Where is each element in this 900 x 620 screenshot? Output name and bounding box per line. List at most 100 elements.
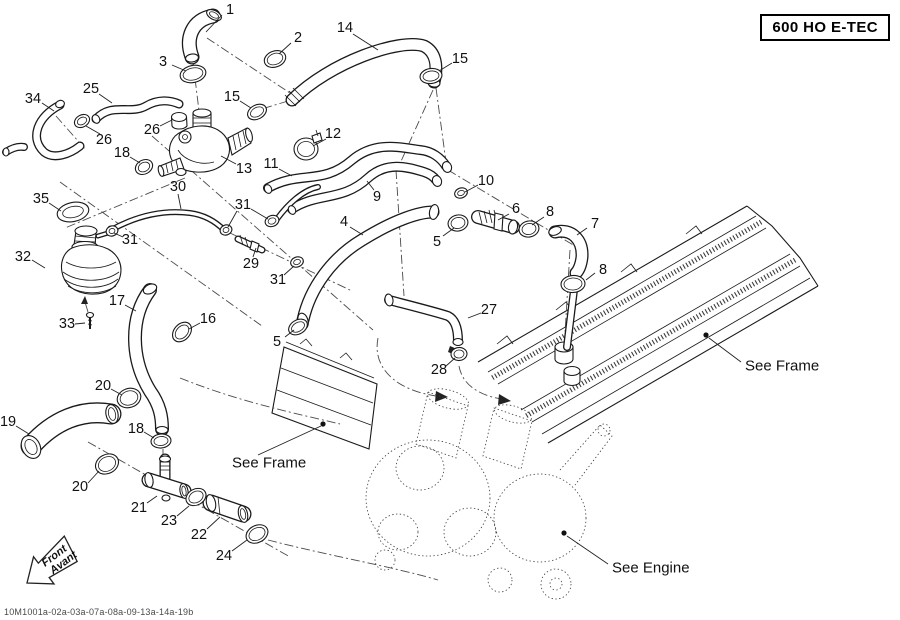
note-dot-0 — [703, 332, 709, 338]
hose-clamp — [247, 103, 267, 121]
callout-leader-33 — [74, 322, 86, 325]
callout-leader-22 — [206, 516, 221, 530]
rear-frame-rail — [477, 205, 819, 444]
callout-leader-26 — [159, 119, 173, 127]
callout-number-21: 21 — [131, 500, 147, 516]
callout-leader-27 — [467, 312, 482, 319]
callout-number-11: 11 — [263, 156, 278, 172]
callout-leader-13 — [220, 155, 237, 165]
callout-number-34: 34 — [25, 91, 41, 107]
callout-leader-8 — [531, 216, 545, 226]
callout-leader-25 — [98, 93, 113, 104]
fittings — [56, 108, 520, 523]
callout-number-26: 26 — [96, 132, 112, 148]
callout-number-16: 16 — [200, 311, 216, 327]
callout-leader-20 — [110, 388, 123, 396]
part-22-coupler — [202, 494, 252, 523]
arrowhead — [435, 391, 448, 402]
arrowhead — [81, 296, 88, 304]
note-leader-0 — [708, 337, 742, 363]
note-label-1: See Frame — [232, 455, 306, 472]
callout-leader-31 — [113, 232, 124, 238]
callout-number-7: 7 — [591, 216, 599, 232]
callout-number-17: 17 — [109, 293, 125, 309]
front-direction-arrow: Front Avant — [26, 535, 80, 585]
callout-number-5: 5 — [273, 334, 281, 350]
callout-leader-18 — [143, 431, 155, 439]
part-13-thermostat-housing — [157, 108, 253, 177]
note-label-0: See Frame — [745, 358, 819, 375]
callout-number-23: 23 — [161, 513, 177, 529]
callout-number-6: 6 — [512, 201, 520, 217]
callout-leader-10 — [464, 184, 479, 193]
model-label-box: 600 HO E-TEC — [760, 14, 890, 41]
callout-leader-5 — [442, 227, 455, 237]
callout-leader-6 — [497, 213, 510, 221]
callout-leader-20 — [87, 470, 100, 484]
callout-number-5: 5 — [433, 234, 441, 250]
callout-number-20: 20 — [72, 479, 88, 495]
part-12-clamp — [293, 129, 323, 161]
callout-leader-17 — [124, 304, 137, 312]
callout-number-28: 28 — [431, 362, 447, 378]
callout-leader-31 — [283, 265, 295, 276]
callout-leader-35 — [48, 202, 62, 212]
callout-leader-24 — [231, 539, 248, 552]
hose-clamp — [454, 187, 468, 199]
callout-leader-3 — [171, 64, 187, 72]
callout-leader-12 — [312, 138, 327, 147]
model-label: 600 HO E-TEC — [772, 19, 878, 36]
part-26-cap — [170, 111, 188, 130]
arrowhead — [498, 394, 511, 405]
callout-leader-23 — [176, 505, 190, 517]
callout-leader-15 — [239, 100, 252, 109]
callout-leader-5 — [284, 329, 295, 338]
callout-number-9: 9 — [373, 189, 381, 205]
callout-number-1: 1 — [226, 2, 234, 18]
note-dot-2 — [561, 530, 567, 536]
hose-clamp — [245, 524, 269, 544]
callout-number-19: 19 — [0, 414, 16, 430]
callout-number-33: 33 — [59, 316, 75, 332]
hose-clamp — [185, 487, 207, 507]
callout-leader-32 — [31, 259, 46, 269]
callout-number-3: 3 — [159, 54, 167, 70]
hose-clamp — [116, 387, 142, 409]
callout-leader-11 — [278, 168, 293, 177]
note-leader-2 — [566, 535, 609, 565]
hose-clamp — [94, 453, 120, 475]
callout-leader-30 — [177, 193, 182, 210]
callout-leader-21 — [146, 495, 158, 504]
hose-clamp — [450, 346, 468, 362]
callout-number-24: 24 — [216, 548, 232, 564]
callout-number-13: 13 — [236, 161, 252, 177]
callout-leader-28 — [445, 357, 456, 367]
callout-number-32: 32 — [15, 249, 31, 265]
callout-leader-29 — [252, 247, 257, 258]
callout-leader-31 — [250, 208, 269, 220]
hose-clamp — [447, 214, 469, 232]
callout-number-12: 12 — [325, 126, 341, 142]
callout-leader-7 — [576, 227, 588, 236]
note-leader-1 — [257, 425, 322, 456]
engine-outline — [365, 388, 613, 600]
callout-number-35: 35 — [33, 191, 49, 207]
callout-number-31: 31 — [270, 272, 286, 288]
hose-clamp — [150, 433, 172, 449]
callout-number-10: 10 — [478, 173, 494, 189]
callout-leader-4 — [349, 226, 364, 236]
hose-clamp — [134, 158, 154, 176]
callout-leader-34 — [41, 102, 55, 112]
note-dot-1 — [320, 421, 326, 427]
callout-number-30: 30 — [170, 179, 186, 195]
part-29-fitting — [234, 234, 266, 254]
callout-leader-2 — [278, 42, 292, 55]
callout-leader-1 — [205, 14, 223, 33]
callout-number-2: 2 — [294, 30, 302, 46]
callout-leader-31 — [227, 210, 238, 228]
hoses — [2, 8, 589, 459]
callout-number-8: 8 — [546, 204, 554, 220]
hose-end-openings — [2, 8, 562, 459]
